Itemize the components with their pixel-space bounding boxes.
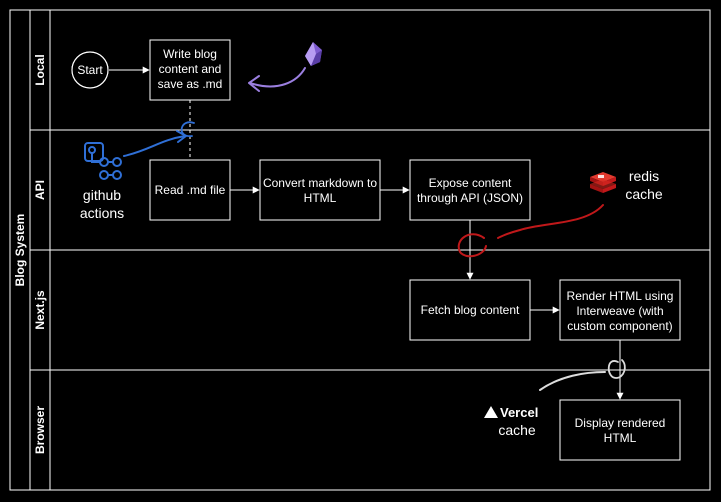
- github-label-line-1: github: [83, 187, 121, 203]
- fetch-blog-label: Fetch blog content: [421, 303, 520, 317]
- redis-hand-line: [497, 204, 604, 239]
- write-blog-line-3: save as .md: [158, 77, 223, 91]
- redis-icon: [590, 172, 616, 193]
- github-hook-scribble: [180, 121, 195, 137]
- read-md-node: Read .md file: [149, 159, 231, 221]
- display-html-line-2: HTML: [604, 431, 637, 445]
- expose-api-node: Expose content through API (JSON): [409, 159, 531, 221]
- write-blog-node: Write blog content and save as .md: [149, 39, 231, 101]
- github-label-line-2: actions: [80, 205, 124, 221]
- start-node: Start: [70, 50, 110, 90]
- obsidian-hand-arrow: [249, 67, 306, 88]
- convert-markdown-line-1: Convert markdown to: [263, 176, 377, 190]
- vercel-logo-text: Vercel: [500, 405, 538, 420]
- vercel-cache-label: cache: [498, 422, 536, 438]
- render-html-line-1: Render HTML using: [567, 289, 674, 303]
- lane-label-api: API: [33, 180, 47, 200]
- expose-api-line-1: Expose content: [429, 176, 512, 190]
- lane-label-nextjs: Next.js: [33, 290, 47, 330]
- convert-markdown-line-2: HTML: [304, 191, 337, 205]
- fetch-blog-node: Fetch blog content: [409, 279, 531, 341]
- start-label: Start: [77, 63, 103, 77]
- redis-label-line-1: redis: [629, 168, 659, 184]
- lane-label-browser: Browser: [33, 406, 47, 454]
- pool-title: Blog System: [13, 214, 27, 287]
- vercel-triangle-icon: [484, 406, 498, 418]
- write-blog-line-2: content and: [159, 62, 222, 76]
- obsidian-gem-icon: [305, 42, 322, 66]
- read-md-label: Read .md file: [155, 183, 226, 197]
- render-html-node: Render HTML using Interweave (with custo…: [559, 279, 681, 341]
- render-html-line-3: custom component): [567, 319, 672, 333]
- convert-markdown-node: Convert markdown to HTML: [259, 159, 381, 221]
- lane-label-local: Local: [33, 54, 47, 85]
- render-html-line-2: Interweave (with: [576, 304, 663, 318]
- redis-hook-scribble: [457, 233, 487, 258]
- expose-api-line-2: through API (JSON): [417, 191, 523, 205]
- vercel-hook-scribble: [607, 359, 626, 379]
- display-html-node: Display rendered HTML: [559, 399, 681, 461]
- github-actions-icon: [84, 142, 122, 180]
- github-hand-arrow: [123, 135, 186, 157]
- redis-label-line-2: cache: [625, 186, 663, 202]
- vercel-hand-line: [539, 371, 606, 391]
- write-blog-line-1: Write blog: [163, 47, 217, 61]
- display-html-line-1: Display rendered: [575, 416, 666, 430]
